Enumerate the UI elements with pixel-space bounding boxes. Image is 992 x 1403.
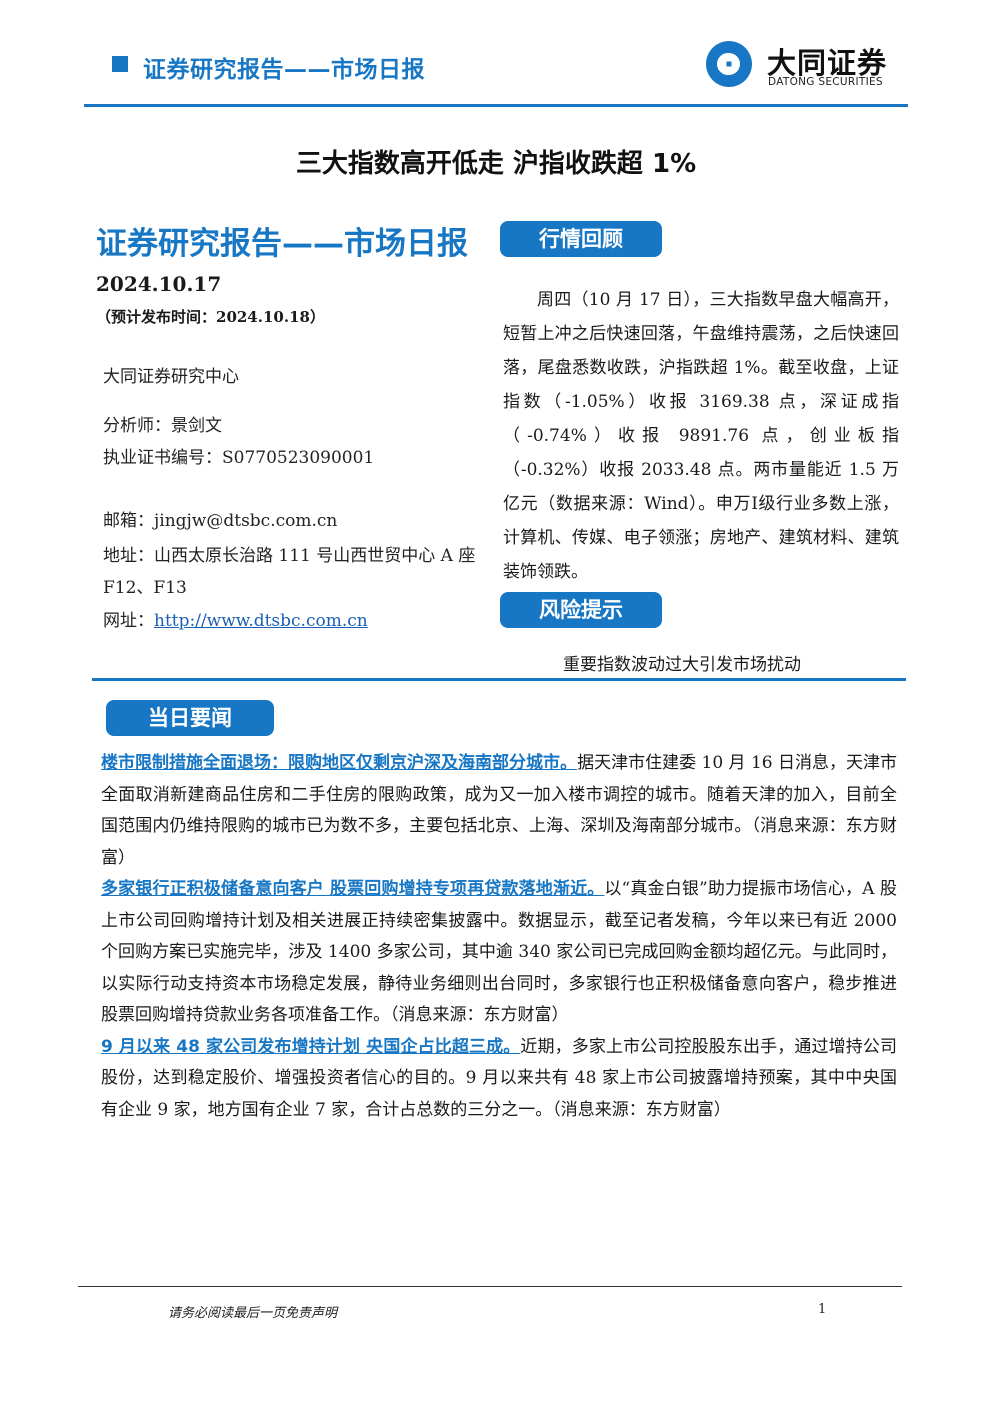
report-date: 2024.10.17	[96, 272, 222, 296]
news-item: 楼市限制措施全面退场：限购地区仅剩京沪深及海南部分城市。据天津市住建委 10 月…	[101, 748, 897, 874]
news-item: 9 月以来 48 家公司发布增持计划 央国企占比超三成。近期，多家上市公司控股股…	[101, 1032, 897, 1127]
institute-name: 大同证券研究中心	[103, 367, 239, 387]
section-divider	[92, 678, 906, 681]
news-body: 据天津市住建委 10 月 16 日消息，天津市全面取消新建商品住房和二手住房的限…	[101, 753, 897, 868]
logo-english-name: DATONG SECURITIES	[768, 76, 883, 88]
office-address: 地址：山西太原长治路 111 号山西世贸中心 A 座 F12、F13	[103, 546, 476, 598]
datong-logo-icon	[706, 41, 752, 87]
daily-news-badge: 当日要闻	[106, 700, 274, 736]
report-title: 三大指数高开低走 沪指收跌超 1%	[295, 149, 697, 179]
news-headline-link[interactable]: 楼市限制措施全面退场：限购地区仅剩京沪深及海南部分城市。	[101, 753, 578, 773]
website-row: 网址：http://www.dtsbc.com.cn	[103, 606, 368, 631]
news-body: 以“真金白银”助力提振市场信心，A 股上市公司回购增持计划及相关进展正持续密集披…	[101, 879, 898, 1025]
analyst-name: 分析师：景剑文	[103, 416, 222, 436]
news-list: 楼市限制措施全面退场：限购地区仅剩京沪深及海南部分城市。据天津市住建委 10 月…	[101, 748, 897, 1126]
market-review-badge: 行情回顾	[500, 221, 662, 257]
risk-warning-badge: 风险提示	[500, 592, 662, 628]
website-label: 网址：	[103, 611, 154, 631]
website-link[interactable]: http://www.dtsbc.com.cn	[154, 611, 368, 631]
footer-disclaimer: 请务必阅读最后一页免责声明	[168, 1306, 338, 1321]
header-divider	[84, 104, 908, 107]
news-headline-link[interactable]: 多家银行正积极储备意向客户 股票回购增持专项再贷款落地渐近。	[101, 879, 605, 899]
email-address: 邮箱：jingjw@dtsbc.com.cn	[103, 511, 338, 531]
risk-warning-text: 重要指数波动过大引发市场扰动	[563, 655, 801, 675]
market-review-text: 周四（10 月 17 日），三大指数早盘大幅高开，短暂上冲之后快速回落，午盘维持…	[503, 290, 899, 582]
left-report-heading: 证券研究报告——市场日报	[96, 226, 468, 262]
news-body: 近期，多家上市公司控股股东出手，通过增持公司股份，达到稳定股价、增强投资者信心的…	[101, 1036, 897, 1120]
footer-divider	[78, 1286, 902, 1287]
header-square-marker	[112, 56, 128, 72]
certificate-number: 执业证书编号：S0770523090001	[103, 448, 375, 468]
news-item: 多家银行正积极储备意向客户 股票回购增持专项再贷款落地渐近。以“真金白银”助力提…	[101, 874, 897, 1032]
logo-chinese-name: 大同证券	[767, 46, 888, 80]
news-headline-link[interactable]: 9 月以来 48 家公司发布增持计划 央国企占比超三成。	[101, 1036, 521, 1057]
page-number: 1	[818, 1302, 827, 1317]
publish-time: （预计发布时间：2024.10.18）	[96, 308, 325, 326]
header-report-type: 证券研究报告——市场日报	[143, 57, 425, 83]
